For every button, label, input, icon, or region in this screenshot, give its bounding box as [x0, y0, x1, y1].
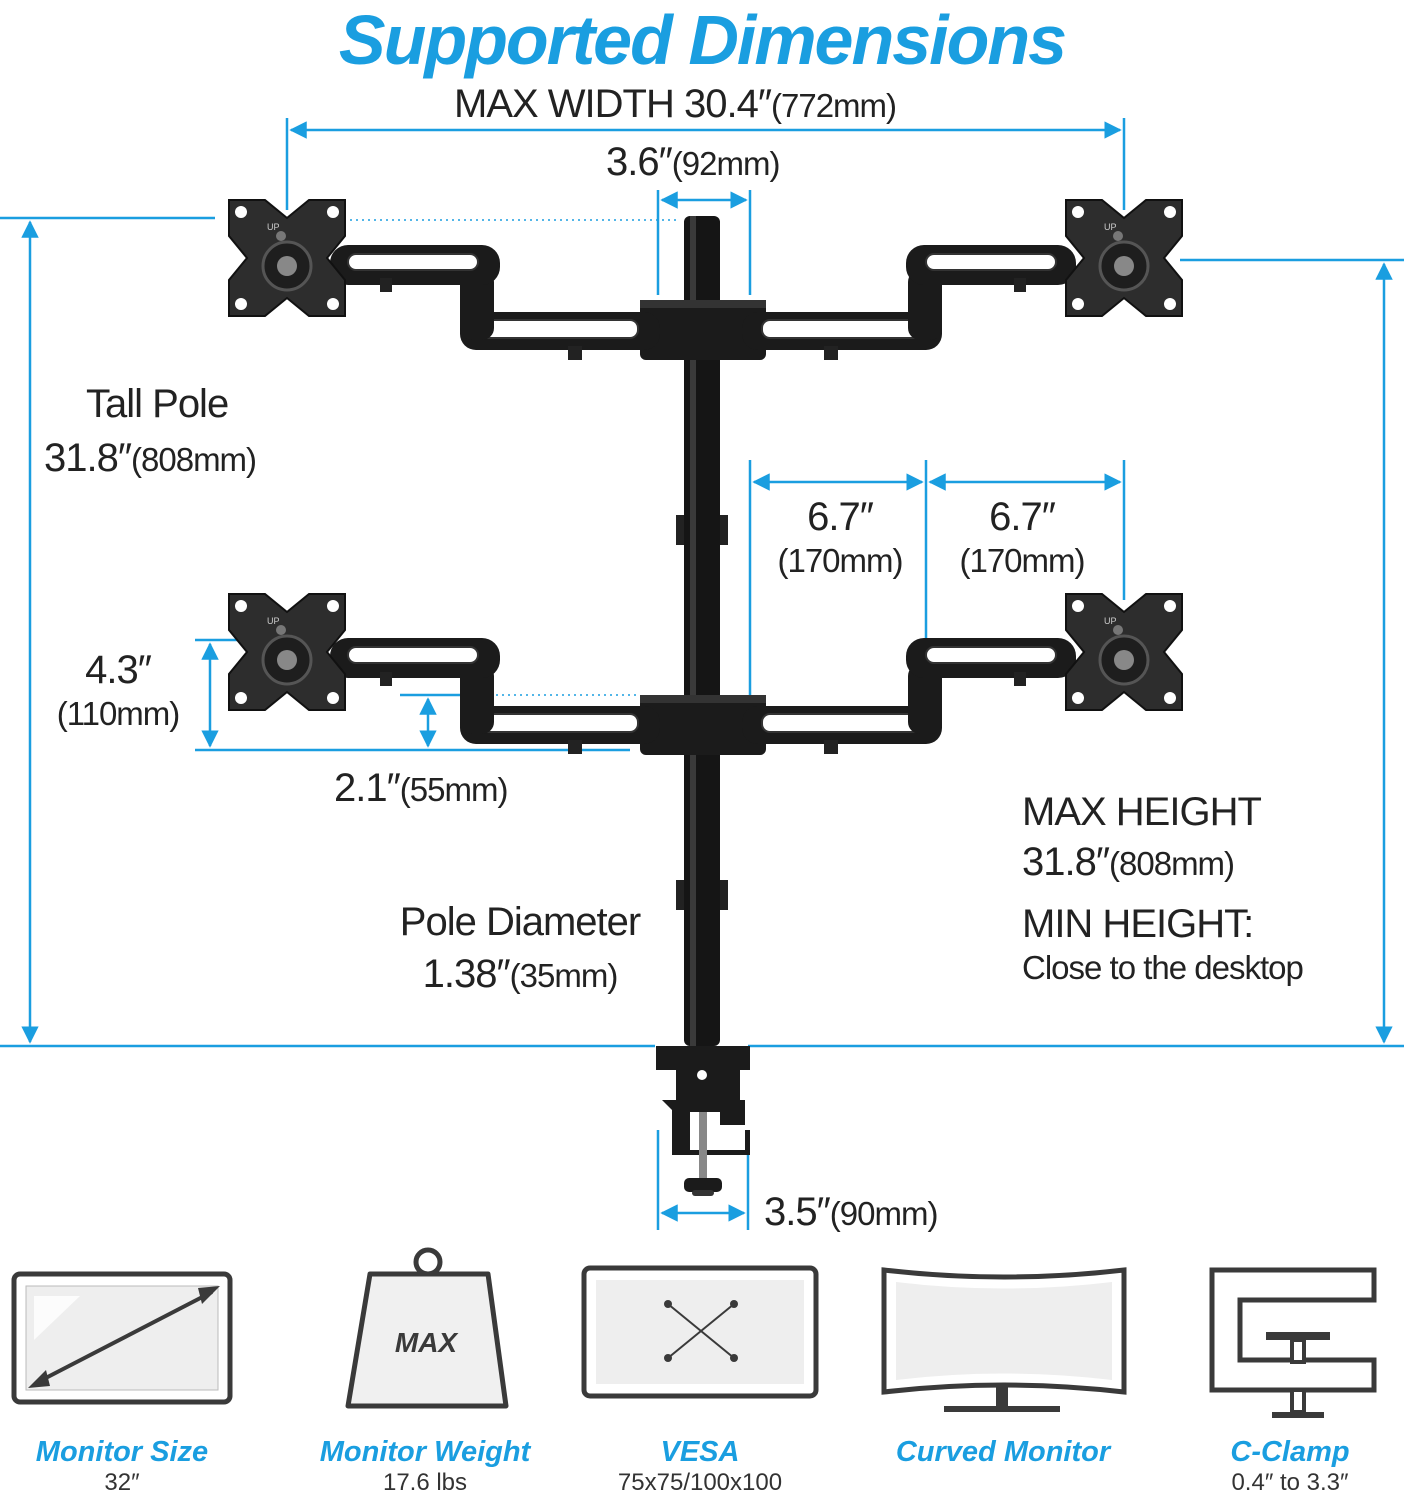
max-height-value: 31.8″(808mm) [1022, 840, 1235, 884]
svg-text:UP: UP [1104, 616, 1117, 626]
min-height-value: Close to the desktop [1022, 949, 1304, 986]
pole-diameter-value: 1.38″(35mm) [422, 952, 619, 996]
monitor-size-icon [11, 1271, 233, 1405]
svg-text:MAX: MAX [395, 1327, 460, 1358]
svg-text:UP: UP [267, 616, 280, 626]
feature-value: 17.6 lbs [382, 1469, 468, 1496]
desk-clamp [656, 1046, 750, 1196]
pole-diameter-title: Pole Diameter [399, 900, 641, 944]
feature-value: 75x75/100x100 [617, 1469, 783, 1496]
svg-text:UP: UP [267, 222, 280, 232]
max-height-title: MAX HEIGHT [1022, 790, 1262, 834]
mount-diagram: UP UP UP UP [0, 118, 1404, 1230]
svg-text:UP: UP [1104, 222, 1117, 232]
feature-monitor-size: Monitor Size 32″ [0, 1436, 244, 1497]
tall-pole-value: 31.8″(808mm) [44, 436, 257, 480]
vesa-plate: UP [227, 592, 347, 712]
max-width-label: MAX WIDTH 30.4″(772mm) [454, 82, 897, 126]
min-height-title: MIN HEIGHT: [1022, 902, 1254, 946]
feature-monitor-weight: Monitor Weight 17.6 lbs [290, 1436, 560, 1497]
feature-title: Monitor Weight [319, 1436, 531, 1468]
vesa-plate: UP [1064, 592, 1184, 712]
arm-left-label: 6.7″(170mm) [777, 495, 903, 579]
vesa-plate: UP [227, 198, 347, 318]
feature-icons: MAX [11, 1247, 1377, 1418]
top-gap-label: 3.6″(92mm) [606, 140, 780, 184]
feature-c-clamp: C-Clamp 0.4″ to 3.3″ [1180, 1436, 1400, 1497]
feature-value: 0.4″ to 3.3″ [1231, 1469, 1349, 1496]
page-title: Supported Dimensions [338, 1, 1067, 79]
feature-curved-monitor: Curved Monitor [870, 1436, 1136, 1469]
c-clamp-icon [1209, 1267, 1377, 1418]
vesa-icon [581, 1265, 819, 1399]
lower-arms [330, 638, 1076, 755]
clamp-width-label: 3.5″(90mm) [764, 1190, 938, 1234]
feature-value: 32″ [104, 1469, 140, 1496]
arm-right-label: 6.7″(170mm) [959, 495, 1085, 579]
curved-monitor-icon [881, 1267, 1127, 1412]
pole [676, 216, 728, 1046]
tall-pole-title: Tall Pole [86, 382, 229, 426]
weight-icon: MAX [345, 1247, 509, 1409]
vesa-height-label: 4.3″(110mm) [56, 648, 181, 732]
feature-vesa: VESA 75x75/100x100 [580, 1436, 820, 1497]
vesa-plate: UP [1064, 198, 1184, 318]
feature-title: Curved Monitor [895, 1436, 1111, 1468]
feature-title: VESA [660, 1436, 740, 1468]
feature-title: C-Clamp [1230, 1436, 1350, 1468]
offset-label: 2.1″(55mm) [334, 766, 508, 810]
feature-title: Monitor Size [35, 1436, 209, 1468]
upper-arms [330, 245, 1076, 360]
dimension-lines [0, 118, 1404, 1230]
